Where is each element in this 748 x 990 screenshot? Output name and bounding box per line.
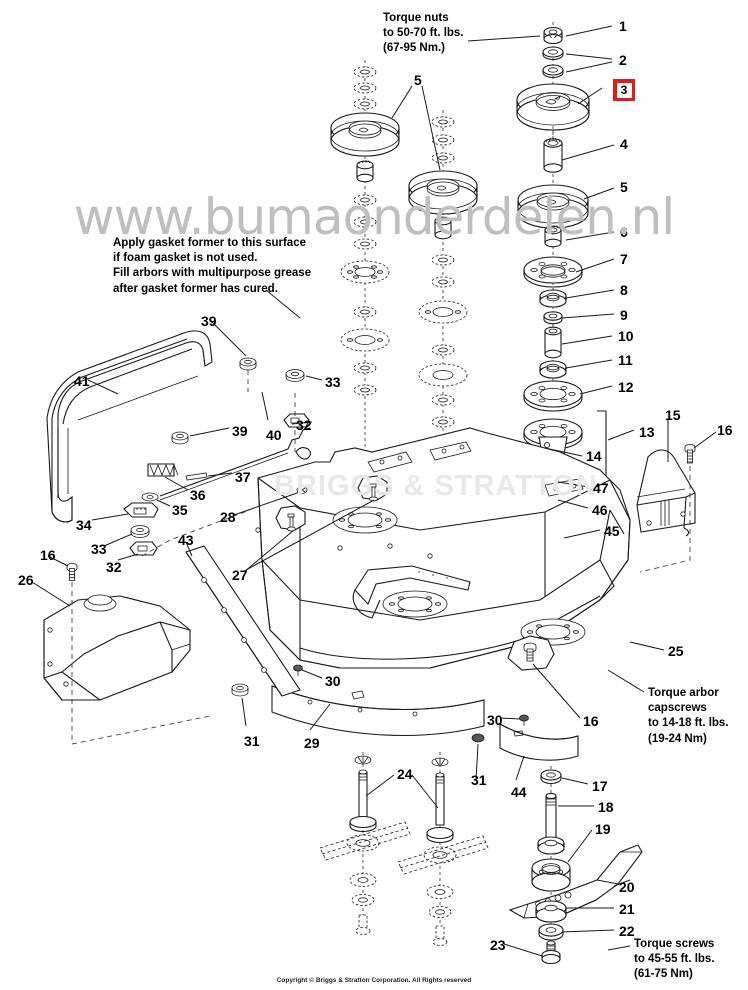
callout-19: 19 (595, 821, 611, 837)
callout-3-label: 3 (616, 82, 632, 98)
callout-20: 20 (619, 879, 635, 895)
callout-41: 41 (74, 373, 90, 389)
callout-43: 43 (178, 532, 194, 548)
callout-23: 23 (490, 937, 506, 953)
callout-30-right: 30 (487, 712, 503, 728)
callout-29: 29 (304, 735, 320, 751)
callout-10: 10 (618, 328, 634, 344)
callout-22: 22 (619, 923, 635, 939)
callout-6: 6 (620, 224, 628, 240)
callout-39-lower: 39 (232, 423, 248, 439)
callout-2: 2 (619, 52, 627, 68)
callout-24: 24 (397, 766, 413, 782)
callout-45: 45 (604, 523, 620, 539)
callout-3-highlight-marker[interactable]: 3 (613, 79, 635, 101)
callout-28: 28 (220, 509, 236, 525)
callout-1: 1 (619, 18, 627, 34)
callout-4: 4 (620, 136, 628, 152)
callout-9: 9 (620, 307, 628, 323)
note-gasket-former: Apply gasket former to this surface if f… (113, 237, 312, 295)
callout-40: 40 (266, 427, 282, 443)
callout-11: 11 (618, 352, 633, 368)
callout-46: 46 (592, 502, 608, 518)
callout-13: 13 (639, 424, 655, 440)
callout-34: 34 (76, 517, 92, 533)
callout-16-right: 16 (717, 422, 733, 438)
callout-16-deck: 16 (583, 713, 599, 729)
callout-35: 35 (172, 502, 188, 518)
callout-15: 15 (665, 407, 681, 423)
callout-33-lower: 33 (91, 541, 107, 557)
callout-25: 25 (668, 643, 684, 659)
callout-47: 47 (593, 480, 609, 496)
copyright-footer: Copyright © Briggs & Stratton Corporatio… (276, 977, 472, 984)
callout-32-lower: 32 (106, 559, 122, 575)
callout-21: 21 (619, 901, 635, 917)
callout-31-left: 31 (244, 733, 260, 749)
callout-39-upper: 39 (201, 313, 217, 329)
callout-36: 36 (190, 487, 206, 503)
note-torque-screws: Torque screws to 45-55 ft. lbs. (61-75 N… (634, 938, 715, 981)
callout-26: 26 (18, 572, 34, 588)
callout-16-left: 16 (40, 547, 56, 563)
callout-32-upper: 32 (296, 417, 312, 433)
callout-12: 12 (618, 379, 634, 395)
note-torque-nuts: Torque nuts to 50-70 ft. lbs. (67-95 Nm.… (383, 12, 464, 55)
callout-37: 37 (235, 469, 251, 485)
callout-33-upper: 33 (325, 374, 341, 390)
callout-5-left: 5 (414, 72, 422, 88)
callout-30-left: 30 (325, 673, 341, 689)
callout-14: 14 (586, 448, 602, 464)
callout-44: 44 (511, 784, 527, 800)
callout-31-right: 31 (471, 772, 487, 788)
callout-27: 27 (232, 567, 248, 583)
callout-18: 18 (598, 799, 614, 815)
note-torque-arbor-capscrews: Torque arbor capscrews to 14-18 ft. lbs.… (648, 687, 729, 745)
callout-7: 7 (620, 251, 628, 267)
callout-8: 8 (620, 282, 628, 298)
callout-5-right: 5 (620, 179, 628, 195)
callout-17: 17 (592, 778, 608, 794)
